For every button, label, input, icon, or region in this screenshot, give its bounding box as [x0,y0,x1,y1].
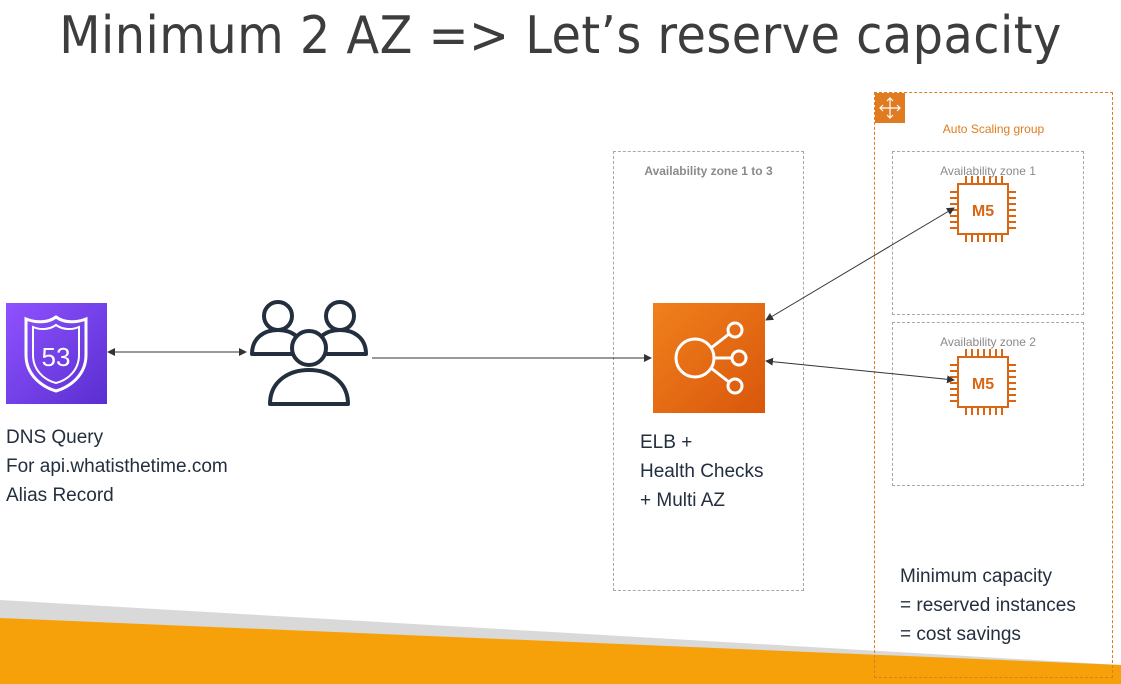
capacity-notes: Minimum capacity = reserved instances = … [900,562,1110,649]
dns-line-1: DNS Query [6,427,104,448]
m5-label-2: M5 [972,376,994,393]
dns-line-2: For api.whatisthetime.com [6,456,228,477]
availability-zone-box-label: Availability zone 1 to 3 [644,164,773,178]
m5-label-1: M5 [972,203,994,220]
slide-title: Minimum 2 AZ => Let’s reserve capacity [59,6,1062,66]
dns-description: DNS Query For api.whatisthetime.com Alia… [6,423,306,510]
availability-zone-2-box: Availability zone 2 [892,322,1084,486]
availability-zone-2-label: Availability zone 2 [940,335,1036,349]
elb-line-2: Health Checks [640,461,764,482]
route53-number: 53 [42,342,71,372]
m5-instance-icon-1: M5 [950,176,1016,242]
capacity-note-3: = cost savings [900,624,1021,645]
capacity-note-1: Minimum capacity [900,566,1053,587]
elb-description: ELB + Health Checks + Multi AZ [640,428,810,515]
auto-scaling-group-icon [875,93,905,123]
availability-zone-1-label: Availability zone 1 [940,164,1036,178]
auto-scaling-group-box [874,92,1113,678]
elb-icon [653,303,765,413]
m5-instance-icon-2: M5 [950,349,1016,415]
dns-line-3: Alias Record [6,485,114,506]
route53-icon: 53 [6,303,107,404]
elb-line-1: ELB + [640,432,693,453]
auto-scaling-group-label: Auto Scaling group [942,122,1045,136]
users-icon [250,300,368,406]
elb-line-3: + Multi AZ [640,490,725,511]
capacity-note-2: = reserved instances [900,595,1076,616]
